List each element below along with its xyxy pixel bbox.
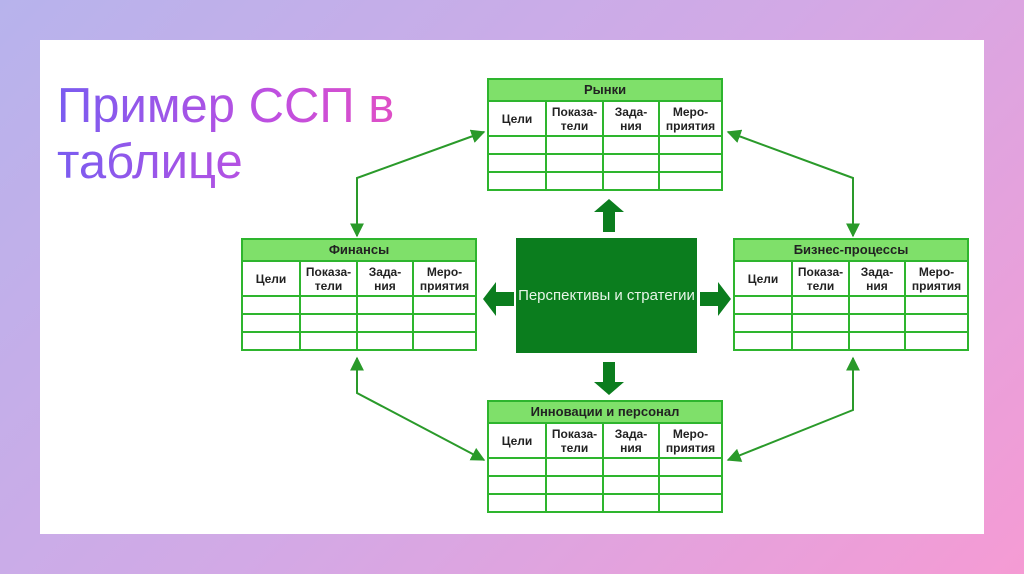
col-activities: Меро-приятия	[658, 100, 723, 137]
center-perspectives-box: Перспективы и стратегии	[516, 238, 697, 353]
col-activities: Меро-приятия	[412, 260, 477, 297]
col-goals: Цели	[241, 260, 301, 297]
col-goals: Цели	[733, 260, 793, 297]
table-title: Бизнес-процессы	[733, 238, 969, 262]
col-activities: Меро-приятия	[904, 260, 969, 297]
arrow-finance-innovation	[350, 356, 486, 461]
col-indicators: Показа-тели	[545, 422, 604, 459]
table-business-processes: Бизнес-процессы Цели Показа-тели Зада-ни…	[733, 238, 969, 351]
col-tasks: Зада-ния	[602, 100, 660, 137]
table-title: Инновации и персонал	[487, 400, 723, 424]
thick-arrow-up-icon	[594, 199, 624, 232]
col-activities: Меро-приятия	[658, 422, 723, 459]
thick-arrow-right-icon	[700, 282, 731, 316]
col-tasks: Зада-ния	[848, 260, 906, 297]
arrow-business-innovation	[726, 356, 860, 462]
col-tasks: Зада-ния	[356, 260, 414, 297]
thick-arrow-down-icon	[594, 362, 624, 395]
col-goals: Цели	[487, 100, 547, 137]
thick-arrow-left-icon	[483, 282, 514, 316]
arrow-markets-business	[726, 129, 860, 238]
table-title: Рынки	[487, 78, 723, 102]
col-indicators: Показа-тели	[791, 260, 850, 297]
table-innovation-personnel: Инновации и персонал Цели Показа-тели За…	[487, 400, 723, 513]
arrow-markets-finance	[350, 129, 486, 238]
slide-title: Пример ССП в таблице	[57, 78, 457, 190]
col-indicators: Показа-тели	[299, 260, 358, 297]
col-goals: Цели	[487, 422, 547, 459]
table-markets: Рынки Цели Показа-тели Зада-ния Меро-при…	[487, 78, 723, 191]
table-title: Финансы	[241, 238, 477, 262]
col-tasks: Зада-ния	[602, 422, 660, 459]
table-finance: Финансы Цели Показа-тели Зада-ния Меро-п…	[241, 238, 477, 351]
col-indicators: Показа-тели	[545, 100, 604, 137]
